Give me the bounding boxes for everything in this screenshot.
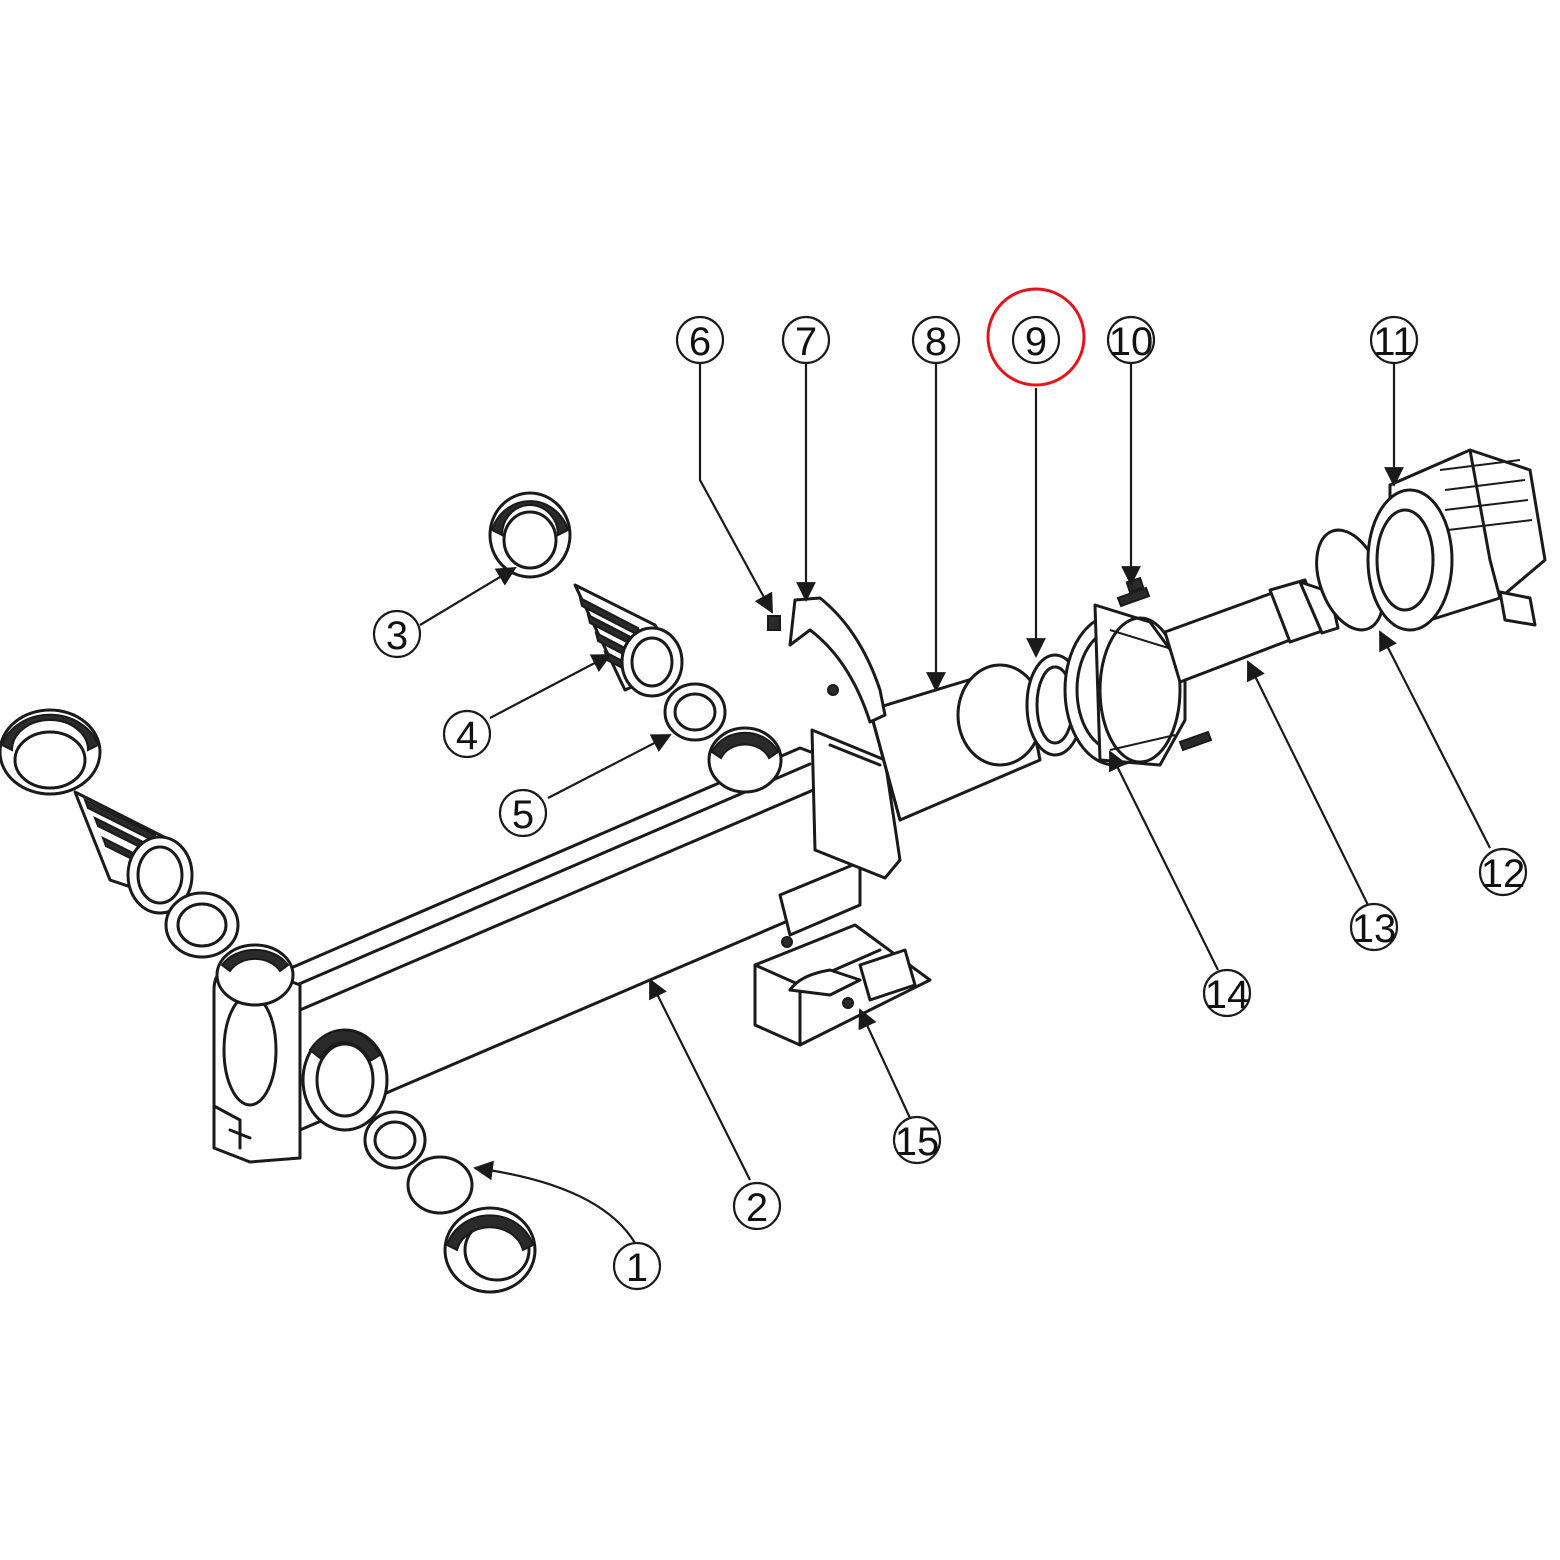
callout-6[interactable]: 6 <box>675 315 725 365</box>
callout-12[interactable]: 12 <box>1478 847 1528 897</box>
leader-12 <box>1379 630 1491 849</box>
part-small-screw <box>767 615 781 631</box>
leader-3 <box>419 566 517 626</box>
part-quartz-sleeve <box>868 663 1044 822</box>
callout-11-label: 11 <box>1373 320 1415 364</box>
part-union-nut-upper <box>488 491 572 579</box>
callout-8[interactable]: 8 <box>911 315 961 365</box>
leader-6 <box>698 362 773 614</box>
callout-10[interactable]: 10 <box>1106 315 1156 365</box>
part-washer-left <box>164 891 240 959</box>
callout-10-label: 10 <box>1109 320 1154 364</box>
callout-1[interactable]: 1 <box>612 1241 662 1291</box>
callout-9[interactable]: 9 <box>986 287 1086 387</box>
leader-2 <box>649 978 751 1181</box>
callout-13-label: 13 <box>1352 907 1397 951</box>
callout-3-label: 3 <box>386 614 408 658</box>
callout-12-label: 12 <box>1481 852 1526 896</box>
parts-illustration <box>0 448 1547 1294</box>
callouts: 1 2 3 4 5 6 7 8 <box>372 287 1528 1291</box>
callout-9-label: 9 <box>1025 320 1047 364</box>
part-hose-tail-upper <box>573 583 684 698</box>
part-lamp-holder-ring <box>1063 603 1187 767</box>
callout-4[interactable]: 4 <box>442 709 492 759</box>
part-mounting-bracket <box>753 923 932 1047</box>
part-end-cap-housing <box>1366 448 1547 632</box>
callout-5-label: 5 <box>512 793 534 837</box>
callout-5[interactable]: 5 <box>498 788 548 838</box>
part-union-nut-left <box>0 708 102 796</box>
callout-15-label: 15 <box>895 1120 940 1164</box>
callout-14-label: 14 <box>1205 973 1250 1017</box>
callout-7-label: 7 <box>795 320 817 364</box>
part-hose-tail-left <box>73 790 194 915</box>
leader-5 <box>547 734 672 799</box>
callout-9-highlight-ring <box>986 287 1086 387</box>
part-washer-upper <box>663 682 727 742</box>
leader-lines <box>419 362 1491 1244</box>
callout-14[interactable]: 14 <box>1202 968 1252 1018</box>
callout-1-label: 1 <box>626 1246 648 1290</box>
leader-1 <box>473 1160 636 1244</box>
part-clamp-bracket <box>788 596 887 724</box>
leader-13 <box>1247 660 1369 906</box>
callout-8-label: 8 <box>925 320 947 364</box>
callout-15[interactable]: 15 <box>892 1115 942 1165</box>
callout-6-label: 6 <box>689 320 711 364</box>
callout-4-label: 4 <box>456 714 478 758</box>
leader-14 <box>1109 750 1219 971</box>
part-o-ring-1 <box>406 1155 474 1215</box>
callout-2-label: 2 <box>746 1186 768 1230</box>
callout-13[interactable]: 13 <box>1349 902 1399 952</box>
part-washer-lower <box>363 1110 427 1170</box>
leader-4 <box>489 654 612 719</box>
callout-7[interactable]: 7 <box>781 315 831 365</box>
callout-11[interactable]: 11 <box>1369 315 1419 365</box>
callout-2[interactable]: 2 <box>732 1181 782 1231</box>
part-housing-body <box>212 726 902 1164</box>
part-union-nut-lower <box>443 1206 537 1294</box>
callout-3[interactable]: 3 <box>372 609 422 659</box>
leader-15 <box>858 1008 911 1119</box>
